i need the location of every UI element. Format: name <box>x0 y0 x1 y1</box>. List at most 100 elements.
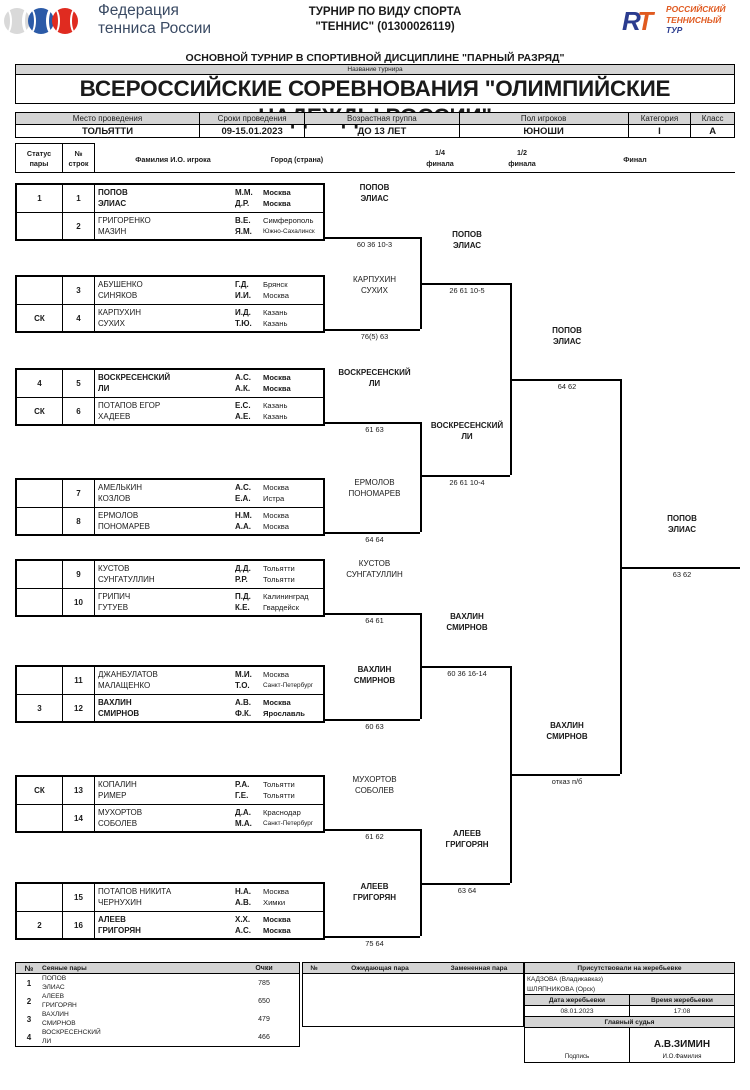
semifinal-score: 26 61 10-4 <box>449 478 485 487</box>
player-initials: Д.Р. <box>235 199 250 208</box>
semifinal-score: 60 36 16-14 <box>447 669 487 678</box>
winner-line1: КУСТОВ <box>358 559 391 568</box>
player-city: Истра <box>263 494 285 503</box>
pair-status: 2 <box>17 912 63 938</box>
waiting-pairs-table: № Ожидающая пара Замененная пара <box>302 962 524 1027</box>
winner-line2: ГРИГОРЯН <box>445 839 489 849</box>
waiting-header-waiting: Ожидающая пара <box>325 962 435 974</box>
winner-line1: КАРПУХИН <box>352 275 397 284</box>
column-header-semifinal-l1: 1/2 <box>517 148 527 157</box>
winner-line2: СУНГАТУЛЛИН <box>346 569 403 579</box>
pair-status: СК <box>17 777 63 804</box>
player-surname: СИНЯКОВ <box>98 291 138 300</box>
seeded-points: 479 <box>258 1015 270 1023</box>
player-city: Москва <box>263 926 291 935</box>
semifinal-score: 63 64 <box>457 886 477 895</box>
player-surname: МУХОРТОВ <box>98 808 143 817</box>
player-initials: В.Е. <box>235 216 251 225</box>
seeded-player-1: АЛЕЕВ <box>42 993 65 1000</box>
rtt-logo: RT РОССИЙСКИЙ ТЕННИСНЫЙ ТУР <box>622 2 747 42</box>
player-city: Москва <box>263 887 289 896</box>
quarter-stem <box>325 237 420 239</box>
pair-row-number: 16 <box>63 912 95 938</box>
player-city: Тольятти <box>263 564 295 573</box>
player-initials: М.И. <box>235 670 252 679</box>
winner-line1: ПОПОВ <box>552 326 582 335</box>
final-entrant-score: отказ п/б <box>551 777 583 786</box>
seeded-player-2: ЛИ <box>42 1038 52 1045</box>
player-surname: ХАДЕЕВ <box>98 412 131 421</box>
page-header: Федерация тенниса России ТУРНИР ПО ВИДУ … <box>0 0 750 48</box>
player-city: Москва <box>263 915 291 924</box>
pair-status <box>17 480 63 507</box>
player-initials: П.Д. <box>235 592 251 601</box>
player-surname: АМЕЛЬКИН <box>98 483 143 492</box>
seeded-seed-number: 3 <box>26 1014 32 1024</box>
player-city: Казань <box>263 308 288 317</box>
quarter-stem <box>325 329 420 331</box>
final-stem <box>510 379 620 381</box>
player-surname: АБУШЕНКО <box>98 280 143 289</box>
column-header-quarterfinal-l1: 1/4 <box>435 148 445 157</box>
present-person-1: КАДЗОВА (Владикавказ) <box>527 975 604 983</box>
sport-title-line1: ТУРНИР ПО ВИДУ СПОРТА <box>308 6 462 18</box>
champion-stem <box>620 567 740 569</box>
player-surname: ПОНОМАРЕВ <box>98 522 150 531</box>
player-surname: МАЛАЩЕНКО <box>98 681 151 690</box>
semifinal-score: 26 61 10-5 <box>449 286 485 295</box>
player-initials: Я.М. <box>235 227 252 236</box>
winner-line1: ПОПОВ <box>667 514 697 523</box>
winner-line2: СМИРНОВ <box>353 675 396 685</box>
player-initials: А.В. <box>235 698 251 707</box>
player-surname: ПОПОВ <box>98 188 128 197</box>
column-header-status-l1: Статус <box>26 149 52 158</box>
column-header-status-l2: пары <box>29 158 49 168</box>
quarter-vertical <box>420 422 422 532</box>
seeded-seed-number: 2 <box>26 996 32 1006</box>
seeded-header-pair: Сеяные пары <box>42 962 229 974</box>
pair-row-number: 3 <box>63 277 95 304</box>
player-city: Симферополь <box>263 216 314 225</box>
column-header-quarterfinal-l2: финала <box>426 158 454 168</box>
winner-line2: ПОНОМАРЕВ <box>348 488 401 498</box>
player-surname: ГУТУЕВ <box>98 603 129 612</box>
player-city: Москва <box>263 522 289 531</box>
winner-line1: ПОПОВ <box>452 230 482 239</box>
player-surname: ЧЕРНУХИН <box>98 898 142 907</box>
player-surname: АЛЕЕВ <box>98 915 126 924</box>
seeded-points: 785 <box>258 979 270 987</box>
player-initials: Х.Х. <box>235 915 251 924</box>
present-person-2: ШЛЯПНИКОВА (Орск) <box>527 985 596 993</box>
rtt-monogram-icon: RT <box>622 6 653 36</box>
semi-stem <box>420 883 510 885</box>
final-vertical <box>620 379 622 774</box>
player-city: Брянск <box>263 280 288 289</box>
info-value-category: I <box>627 124 692 138</box>
column-header-city: Город (страна) <box>270 155 324 164</box>
player-initials: Т.Ю. <box>235 319 252 328</box>
pair-row-number: 4 <box>63 305 95 331</box>
player-city: Калининград <box>263 592 309 601</box>
